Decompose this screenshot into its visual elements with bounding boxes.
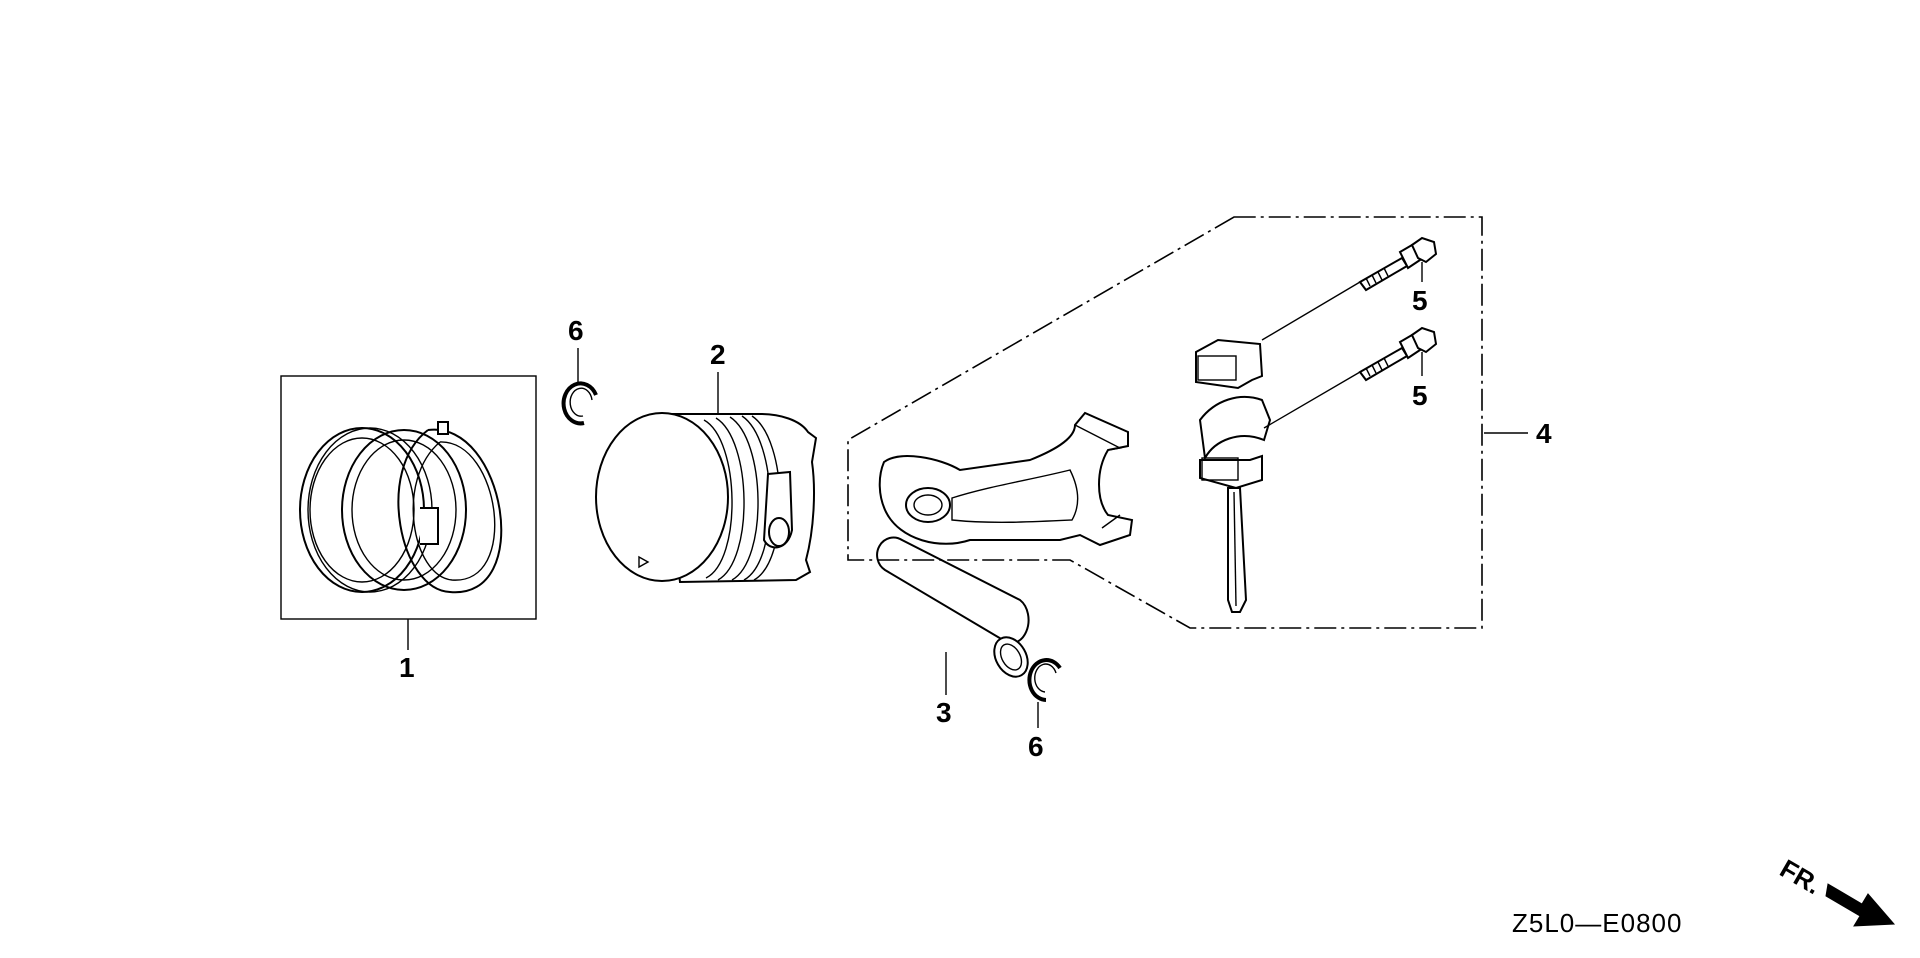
rod-cap-lower-face [1201, 457, 1239, 481]
bolt-head [1410, 236, 1438, 264]
rod-cap-upper [1195, 338, 1264, 390]
ring-outer [397, 428, 503, 594]
callout-5-upper: 5 [1412, 285, 1428, 316]
callout-6-lower: 6 [1028, 731, 1044, 762]
bolt-shank [1358, 346, 1409, 382]
callout-2: 2 [710, 339, 726, 370]
bolt-axis [1263, 371, 1361, 429]
clip-shape [561, 381, 598, 426]
direction-label: FR. [1775, 853, 1826, 900]
assembly-outline [847, 216, 1483, 629]
ring-inner [412, 441, 496, 581]
ring-gap [437, 421, 449, 435]
clip-shape [1027, 658, 1062, 702]
reference-code: Z5L0—E0800 [1512, 908, 1682, 938]
clip-shape-inner [1034, 663, 1057, 693]
callout-4: 4 [1536, 418, 1552, 449]
callout-1: 1 [399, 652, 415, 683]
ring-inner [351, 439, 457, 581]
ring-gap-notch [420, 507, 439, 545]
piston-pin-clip-upper[interactable] [561, 348, 598, 426]
bolt-thread [1365, 267, 1389, 287]
callout-3: 3 [936, 697, 952, 728]
bolt-shank [1358, 256, 1409, 292]
piston-groove [715, 417, 745, 581]
piston-groove [703, 419, 733, 579]
rod-cap-upper-face [1197, 355, 1237, 381]
rod-cap-part[interactable] [1195, 281, 1361, 613]
pin-end [993, 636, 1029, 678]
rod-detail [1101, 514, 1121, 529]
rod-web [951, 469, 1079, 523]
pin-bore [999, 643, 1023, 671]
piston-pin-hole [768, 517, 790, 547]
rod-cap-lower [1199, 454, 1263, 490]
rod-small-end-bore [905, 487, 951, 523]
dipper-edge [1233, 491, 1237, 607]
piston-crown [595, 412, 729, 582]
ring-inner [309, 437, 415, 583]
bolt-thread [1365, 357, 1389, 377]
rod-bolt-upper[interactable] [1358, 236, 1438, 292]
connecting-rod-assembly[interactable] [847, 216, 1528, 629]
rod-body [878, 411, 1134, 547]
oil-dipper [1227, 487, 1248, 613]
bolt-head [1410, 326, 1438, 354]
clip-shape-inner [569, 387, 593, 417]
piston-rings-part[interactable] [280, 375, 537, 650]
piston-pin-clip-lower[interactable] [1027, 658, 1062, 728]
piston-part[interactable] [595, 372, 818, 584]
callout-5-lower: 5 [1412, 380, 1428, 411]
rod-cap-face [1074, 424, 1123, 451]
front-direction-indicator: FR. [1775, 853, 1896, 927]
bolt-axis [1261, 281, 1361, 341]
ring-outer [341, 429, 467, 591]
connecting-rod-part[interactable] [878, 411, 1134, 547]
piston-mark [638, 555, 650, 569]
rod-bolt-lower[interactable] [1358, 326, 1438, 382]
pin-body [876, 536, 1030, 645]
piston-pin-part[interactable] [876, 536, 1034, 695]
callout-6-upper: 6 [568, 315, 584, 346]
rod-cap-saddle [1198, 395, 1272, 462]
direction-arrow-icon [1825, 883, 1896, 927]
piston-groove [729, 416, 759, 581]
rod-small-end-bore-inner [913, 494, 943, 516]
